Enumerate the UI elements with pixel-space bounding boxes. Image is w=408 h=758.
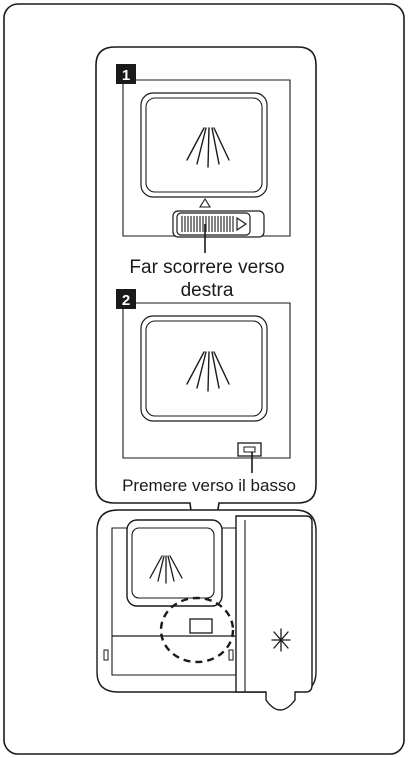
step-1-number: 1 <box>122 67 130 84</box>
rinse-aid-spray-icon <box>149 555 183 584</box>
step-1-caption-line1: Far scorrere verso <box>129 257 284 278</box>
rinse-aid-spray-icon <box>186 351 230 392</box>
step-2-number: 2 <box>122 292 130 309</box>
sun-indicator-icon <box>271 628 291 652</box>
up-triangle-icon <box>199 197 211 208</box>
step-1-panel: 1 <box>116 64 291 301</box>
step-2-frame <box>122 302 291 459</box>
step-2-panel: 2 Premere verso il basso <box>116 289 296 495</box>
step-2-caption: Premere verso il basso <box>122 476 296 495</box>
step-1-badge <box>116 64 136 84</box>
dispenser-push-button <box>189 618 213 634</box>
slide-right-arrow-icon <box>236 216 248 232</box>
button-highlight-circle <box>159 596 235 664</box>
step-1-caption-line2: destra <box>181 280 234 301</box>
step-2-badge <box>116 289 136 309</box>
push-button-marker <box>237 442 262 457</box>
slide-lock-slider <box>172 210 265 238</box>
step-1-frame <box>122 79 291 237</box>
dispenser-illustration <box>96 509 317 711</box>
rinse-aid-spray-icon <box>186 127 230 168</box>
